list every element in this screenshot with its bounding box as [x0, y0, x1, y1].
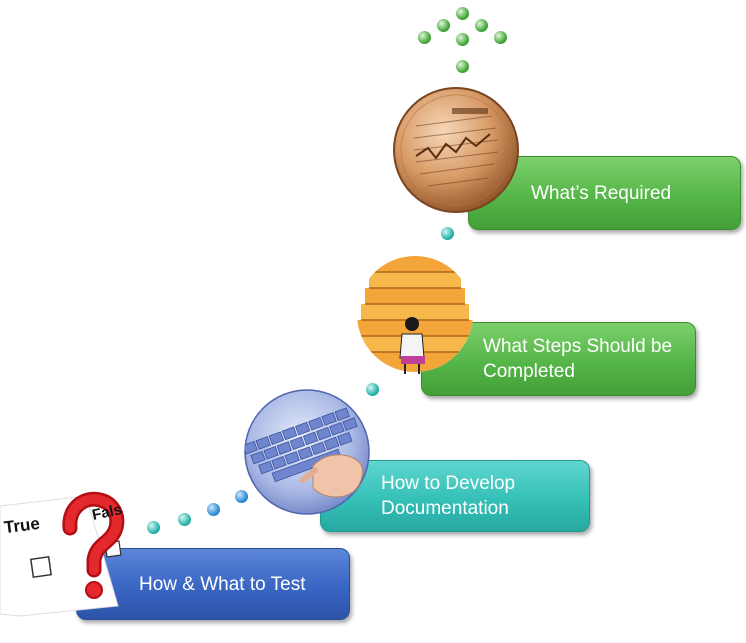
- connector-dot: [441, 227, 454, 240]
- step-box-how-what-to-test: How & What to Test: [76, 548, 350, 620]
- step-label-whats-required: What’s Required: [531, 182, 672, 204]
- connector-dot: [207, 503, 220, 516]
- arrow-dot: [494, 31, 507, 44]
- arrow-dot: [418, 31, 431, 44]
- step-label-line2: Completed: [483, 361, 575, 382]
- connector-dot: [366, 383, 379, 396]
- step-label-develop-documentation: How to Develop Documentation: [381, 471, 515, 521]
- step-box-whats-required: What’s Required: [468, 156, 741, 230]
- arrow-dot: [456, 33, 469, 46]
- step-label-line1: How to Develop: [381, 473, 516, 494]
- staircase-climb-image: [357, 256, 473, 374]
- arrow-dot: [475, 19, 488, 32]
- arrow-dot: [456, 7, 469, 20]
- connector-dot: [235, 490, 248, 503]
- true-false-quiz-image: True Fals: [0, 488, 140, 618]
- keyboard-typing-image: [244, 389, 370, 515]
- step-label-how-what-to-test: How & What to Test: [139, 573, 306, 595]
- step-label-line1: What Steps Should be: [483, 336, 673, 357]
- step-label-line2: Documentation: [381, 498, 509, 519]
- step-label-what-steps: What Steps Should be Completed: [483, 334, 672, 384]
- arrow-dot: [456, 60, 469, 73]
- financial-chart-coin-image: [393, 87, 519, 213]
- arrow-dot: [437, 19, 450, 32]
- connector-dot: [178, 513, 191, 526]
- connector-dot: [147, 521, 160, 534]
